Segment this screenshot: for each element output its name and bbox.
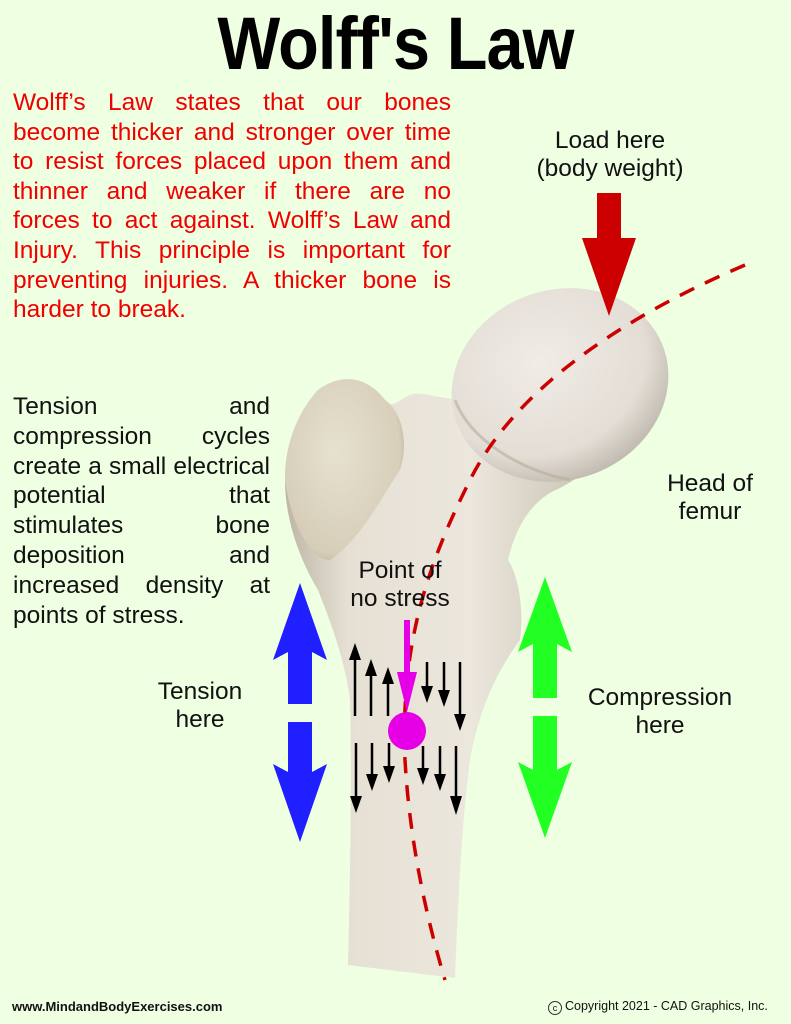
femoral-neck-shadow	[453, 399, 571, 482]
tension-label-line1: Tension	[157, 678, 243, 705]
stress-arrow-up	[382, 667, 394, 716]
tension-arrow-up	[273, 583, 327, 704]
load-arrow	[582, 193, 636, 316]
tension-arrow-down	[273, 722, 327, 842]
head-of-femur-label: Head of femur	[630, 470, 790, 526]
neutral-axis-line	[402, 263, 746, 981]
point-label-line1: Point of	[358, 557, 442, 584]
stress-arrow-up	[349, 643, 361, 716]
tension-label: Tension here	[130, 678, 270, 734]
stress-arrows	[349, 643, 466, 815]
stress-arrow-down	[450, 746, 462, 815]
stress-arrow-down	[417, 746, 429, 785]
website-link[interactable]: www.MindandBodyExercises.com	[12, 999, 223, 1014]
load-label-line2: (body weight)	[536, 155, 684, 182]
point-label-line2: no stress	[350, 585, 450, 612]
compression-arrow-down	[518, 716, 572, 838]
compression-arrow-up	[518, 577, 572, 698]
femoral-head	[451, 288, 669, 482]
femur-bone	[285, 288, 669, 978]
copyright-text: Copyright 2021 - CAD Graphics, Inc.	[565, 999, 768, 1013]
stress-arrow-down	[366, 743, 378, 791]
head-label-line1: Head of	[667, 470, 753, 497]
stress-arrow-down	[383, 743, 395, 783]
no-stress-pointer-arrow	[397, 620, 417, 712]
tension-label-line2: here	[175, 706, 225, 733]
no-stress-point	[388, 712, 426, 750]
stress-arrow-down	[350, 743, 362, 813]
stress-arrow-up	[365, 659, 377, 716]
copyright-icon: c	[548, 1001, 562, 1015]
compression-label-line2: here	[635, 712, 685, 739]
stress-arrow-down	[434, 746, 446, 791]
stress-arrow-down	[438, 662, 450, 707]
load-label: Load here (body weight)	[510, 127, 710, 183]
compression-label-line1: Compression	[587, 684, 733, 711]
intro-paragraph: Wolff’s Law states that our bones become…	[13, 89, 451, 324]
greater-trochanter	[285, 379, 405, 560]
compression-label: Compression here	[570, 684, 750, 740]
explanation-paragraph: Tension and compression cycles create a …	[13, 393, 270, 629]
stress-arrow-down	[421, 662, 433, 703]
load-label-line1: Load here	[554, 127, 666, 154]
page-title: Wolff's Law	[217, 2, 574, 85]
stress-arrow-down	[454, 662, 466, 731]
head-label-line2: femur	[678, 498, 742, 525]
point-of-no-stress-label: Point of no stress	[330, 557, 470, 613]
